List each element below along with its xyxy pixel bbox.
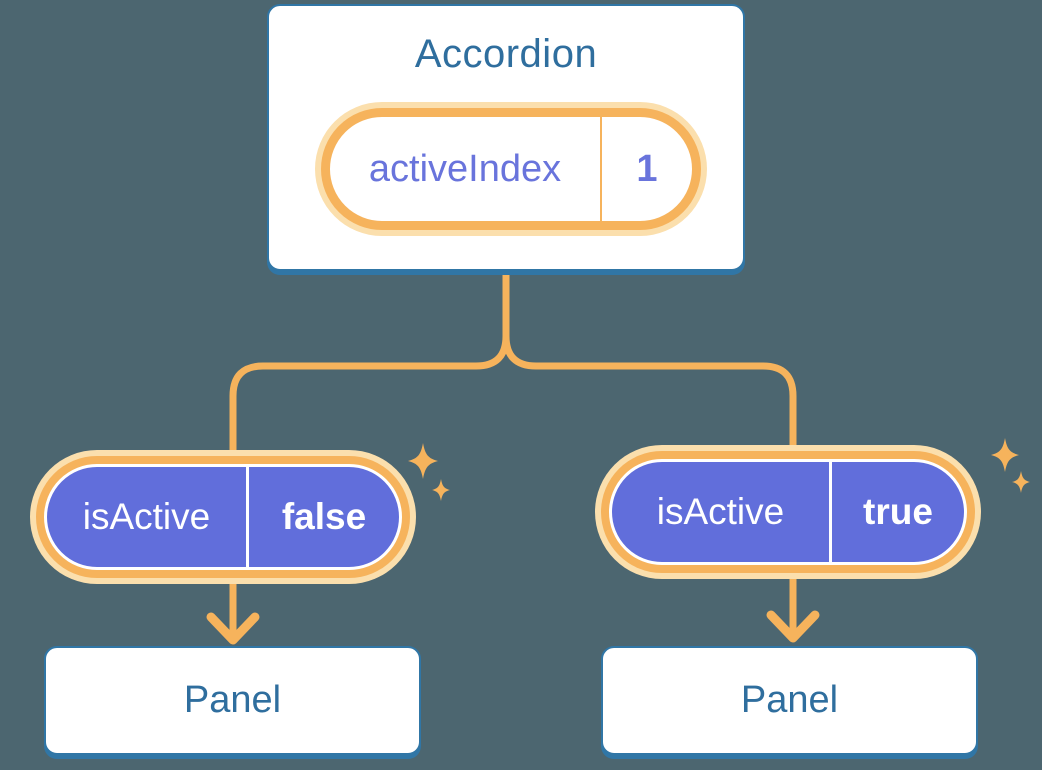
arrow-down-icon <box>766 610 820 643</box>
panel-component-card-right: Panel <box>601 646 978 755</box>
prop-pill-label: isActive <box>656 491 785 532</box>
arrow-down-icon <box>206 612 260 645</box>
component-title: Panel <box>183 679 282 721</box>
prop-pill-value: true <box>829 462 964 562</box>
sparkle-icon <box>408 443 438 479</box>
state-pill-label: activeIndex <box>368 147 562 190</box>
component-title: Panel <box>740 679 839 721</box>
component-title: Accordion <box>414 32 598 76</box>
prop-pill-isactive-left: isActive false <box>44 464 402 570</box>
prop-pill-value: false <box>246 467 399 567</box>
sparkle-icon <box>1012 471 1030 493</box>
state-pill-value: 1 <box>600 117 692 221</box>
connector-left-branch <box>229 267 510 644</box>
state-pill-activeindex: activeIndex 1 <box>321 108 701 230</box>
prop-pill-isactive-right: isActive true <box>609 459 967 565</box>
prop-pill-label: isActive <box>82 496 211 537</box>
panel-component-card-left: Panel <box>44 646 421 755</box>
sparkle-icon <box>432 479 450 501</box>
connector-right-branch <box>502 267 797 642</box>
sparkle-icon <box>991 438 1019 472</box>
